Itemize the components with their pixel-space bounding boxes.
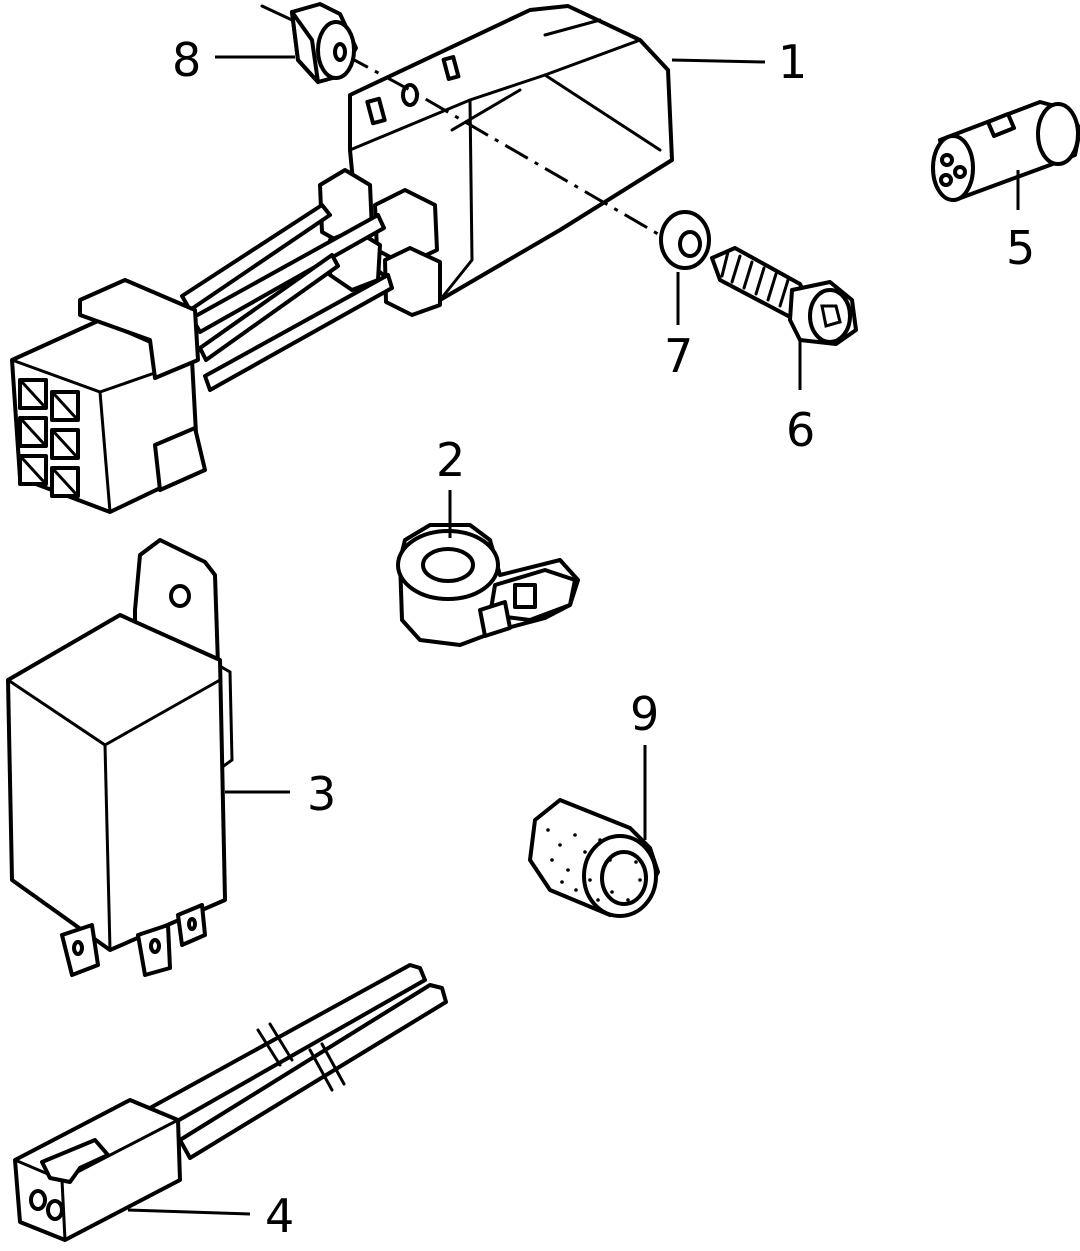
callout-4: 4 — [265, 1189, 294, 1243]
part-7-washer — [659, 210, 711, 270]
part-5-socket-plug — [931, 100, 1080, 202]
part-2-sensor — [396, 523, 580, 647]
part-4-pigtail-connector — [13, 963, 448, 1242]
callout-1: 1 — [778, 35, 807, 89]
callout-2: 2 — [436, 433, 465, 487]
filter-texture — [546, 828, 642, 902]
callout-9: 9 — [630, 687, 659, 741]
part-9-filter — [528, 798, 660, 918]
part-6-bolt — [710, 246, 858, 346]
callout-7: 7 — [664, 329, 693, 383]
part-3-relay — [6, 538, 234, 977]
callout-3: 3 — [307, 767, 336, 821]
callout-6: 6 — [786, 403, 815, 457]
callout-leaders — [127, 55, 1020, 1216]
callout-8: 8 — [172, 33, 201, 87]
part-1-module-with-harness — [10, 4, 674, 514]
connector-pin-grid — [18, 378, 80, 498]
callout-labels: 1 2 3 4 5 6 7 8 9 — [172, 33, 1035, 1243]
part-8-grommet — [260, 2, 358, 84]
callout-5: 5 — [1006, 221, 1035, 275]
